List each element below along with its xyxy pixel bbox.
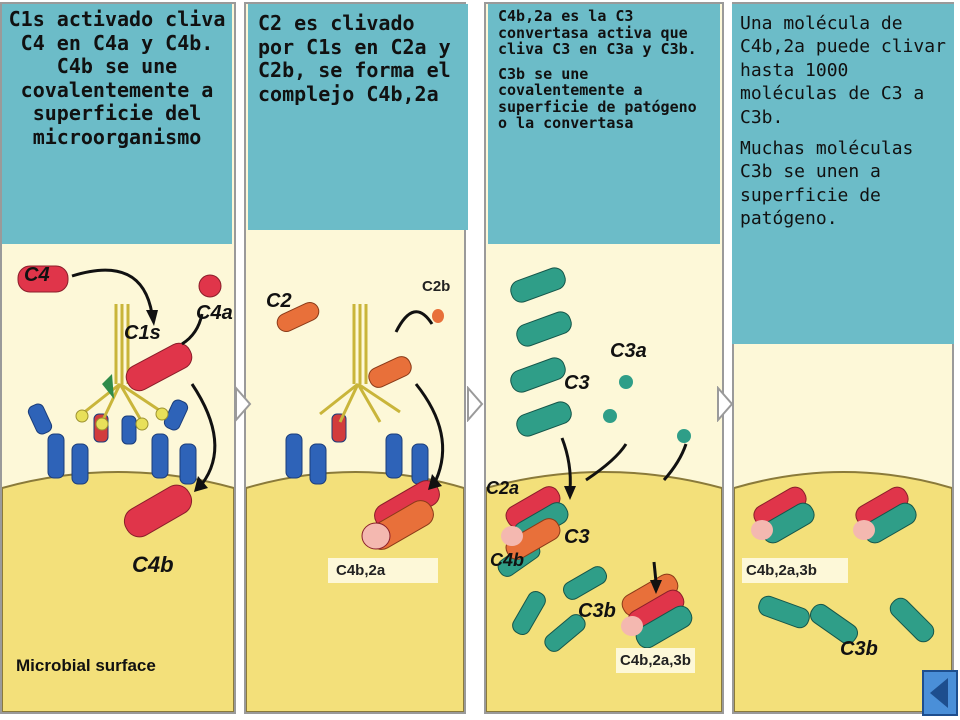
label-c4b-2a-3b: C4b,2a,3b [616, 648, 695, 673]
c4-on-c1s-icon [125, 342, 193, 392]
c2b-fragment-icon [432, 309, 444, 323]
c4-molecule-icon [17, 265, 69, 293]
label-c2a: C2a [486, 478, 520, 498]
label-c4b-2a-3b: C4b,2a,3b [742, 558, 848, 583]
label-c4a: C4a [196, 302, 233, 324]
label-c4b: C4b [132, 552, 174, 577]
caption-panel-2: C2 es clivado por C1s en C2a y C2b, se f… [248, 4, 468, 230]
curved-arrow-icon [190, 383, 217, 485]
c3b-molecule-icon [758, 595, 935, 645]
label-c1s: C1s [124, 322, 161, 344]
triangle-left-icon [930, 678, 948, 708]
label-c3-lower: C3 [564, 526, 590, 548]
c4b-2a-complex-icon [361, 480, 440, 550]
convertase-complex-c3b-icon [751, 486, 917, 544]
label-c3b: C3b [840, 638, 878, 660]
caption-panel-3: C4b,2a es la C3 convertasa activa que cl… [488, 4, 720, 244]
c4b-bound-icon [123, 484, 193, 538]
c2-molecule-icon [276, 302, 320, 332]
label-c4: C4 [24, 264, 50, 286]
caption-panel-4: Una molécula de C4b,2a puede clivar hast… [732, 4, 954, 344]
convertase-complex-c3b-icon [621, 573, 693, 649]
curved-arrow-icon [394, 310, 434, 333]
label-c4b-2a: C4b,2a [328, 558, 438, 583]
caption-panel-1: C1s activado cliva C4 en C4a y C4b. C4b … [2, 4, 232, 244]
next-step-arrow-icon [717, 386, 734, 422]
panel-2-art [246, 302, 464, 712]
panel-1-art [2, 265, 234, 712]
c3a-fragment-icon [603, 375, 691, 443]
next-step-arrow-icon [235, 386, 252, 422]
curved-arrow-icon [71, 268, 154, 315]
c4a-fragment-icon [198, 274, 222, 298]
label-c4b: C4b [490, 550, 525, 570]
label-c3b: C3b [578, 600, 616, 622]
next-step-arrow-icon [467, 386, 484, 422]
label-c3a: C3a [610, 340, 647, 362]
microbial-surface [2, 471, 234, 712]
label-c3: C3 [564, 372, 590, 394]
panel-4-art [734, 471, 952, 712]
label-c2b: C2b [418, 276, 455, 297]
convertase-complex-icon [501, 486, 569, 560]
antibody-icon [285, 413, 429, 485]
label-c2: C2 [266, 290, 292, 312]
label-microbial-surface: Microbial surface [16, 656, 156, 675]
c1q-icon [319, 304, 401, 423]
panel-3-art [486, 267, 722, 712]
previous-slide-button[interactable] [922, 670, 958, 716]
